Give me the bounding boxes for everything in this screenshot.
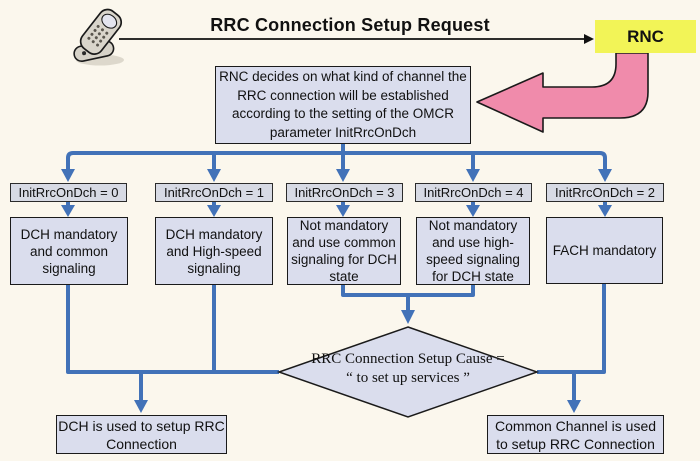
outcome-box-common-channel: Common Channel is used to setup RRC Conn… [487,415,664,454]
flow-connector-lines [66,141,607,401]
branch-param-box-3: InitRrcOnDch = 4 [415,183,532,202]
branch-param-box-1: InitRrcOnDch = 1 [155,183,273,202]
branch-param-box-2: InitRrcOnDch = 3 [286,183,403,202]
outcome-box-dch: DCH is used to setup RRC Connection [56,415,227,454]
branch-param-box-4: InitRrcOnDch = 2 [546,183,664,202]
decision-box: RNC decides on what kind of channel the … [215,66,471,144]
flow-arrowheads [61,169,612,413]
branch-desc-box-0: DCH mandatory and common signaling [10,217,128,285]
rnc-node: RNC [595,20,696,53]
branch-desc-box-4: FACH mandatory [546,217,663,284]
condition-diamond-shape [276,326,540,418]
diagram-title: RRC Connection Setup Request [210,15,490,35]
condition-line-1: RRC Connection Setup Cause = [311,351,505,367]
rnc-decision-arrow [476,52,649,133]
branch-param-box-0: InitRrcOnDch = 0 [10,183,127,202]
condition-diamond-text: RRC Connection Setup Cause = “ to set up… [298,350,518,388]
branch-desc-box-3: Not mandatory and use high-speed signali… [416,217,530,285]
request-arrow [119,34,594,44]
condition-line-2: “ to set up services ” [346,370,470,386]
mobile-phone-icon [73,8,124,66]
branch-desc-box-2: Not mandatory and use common signaling f… [287,217,401,285]
branch-desc-box-1: DCH mandatory and High-speed signaling [155,217,273,285]
